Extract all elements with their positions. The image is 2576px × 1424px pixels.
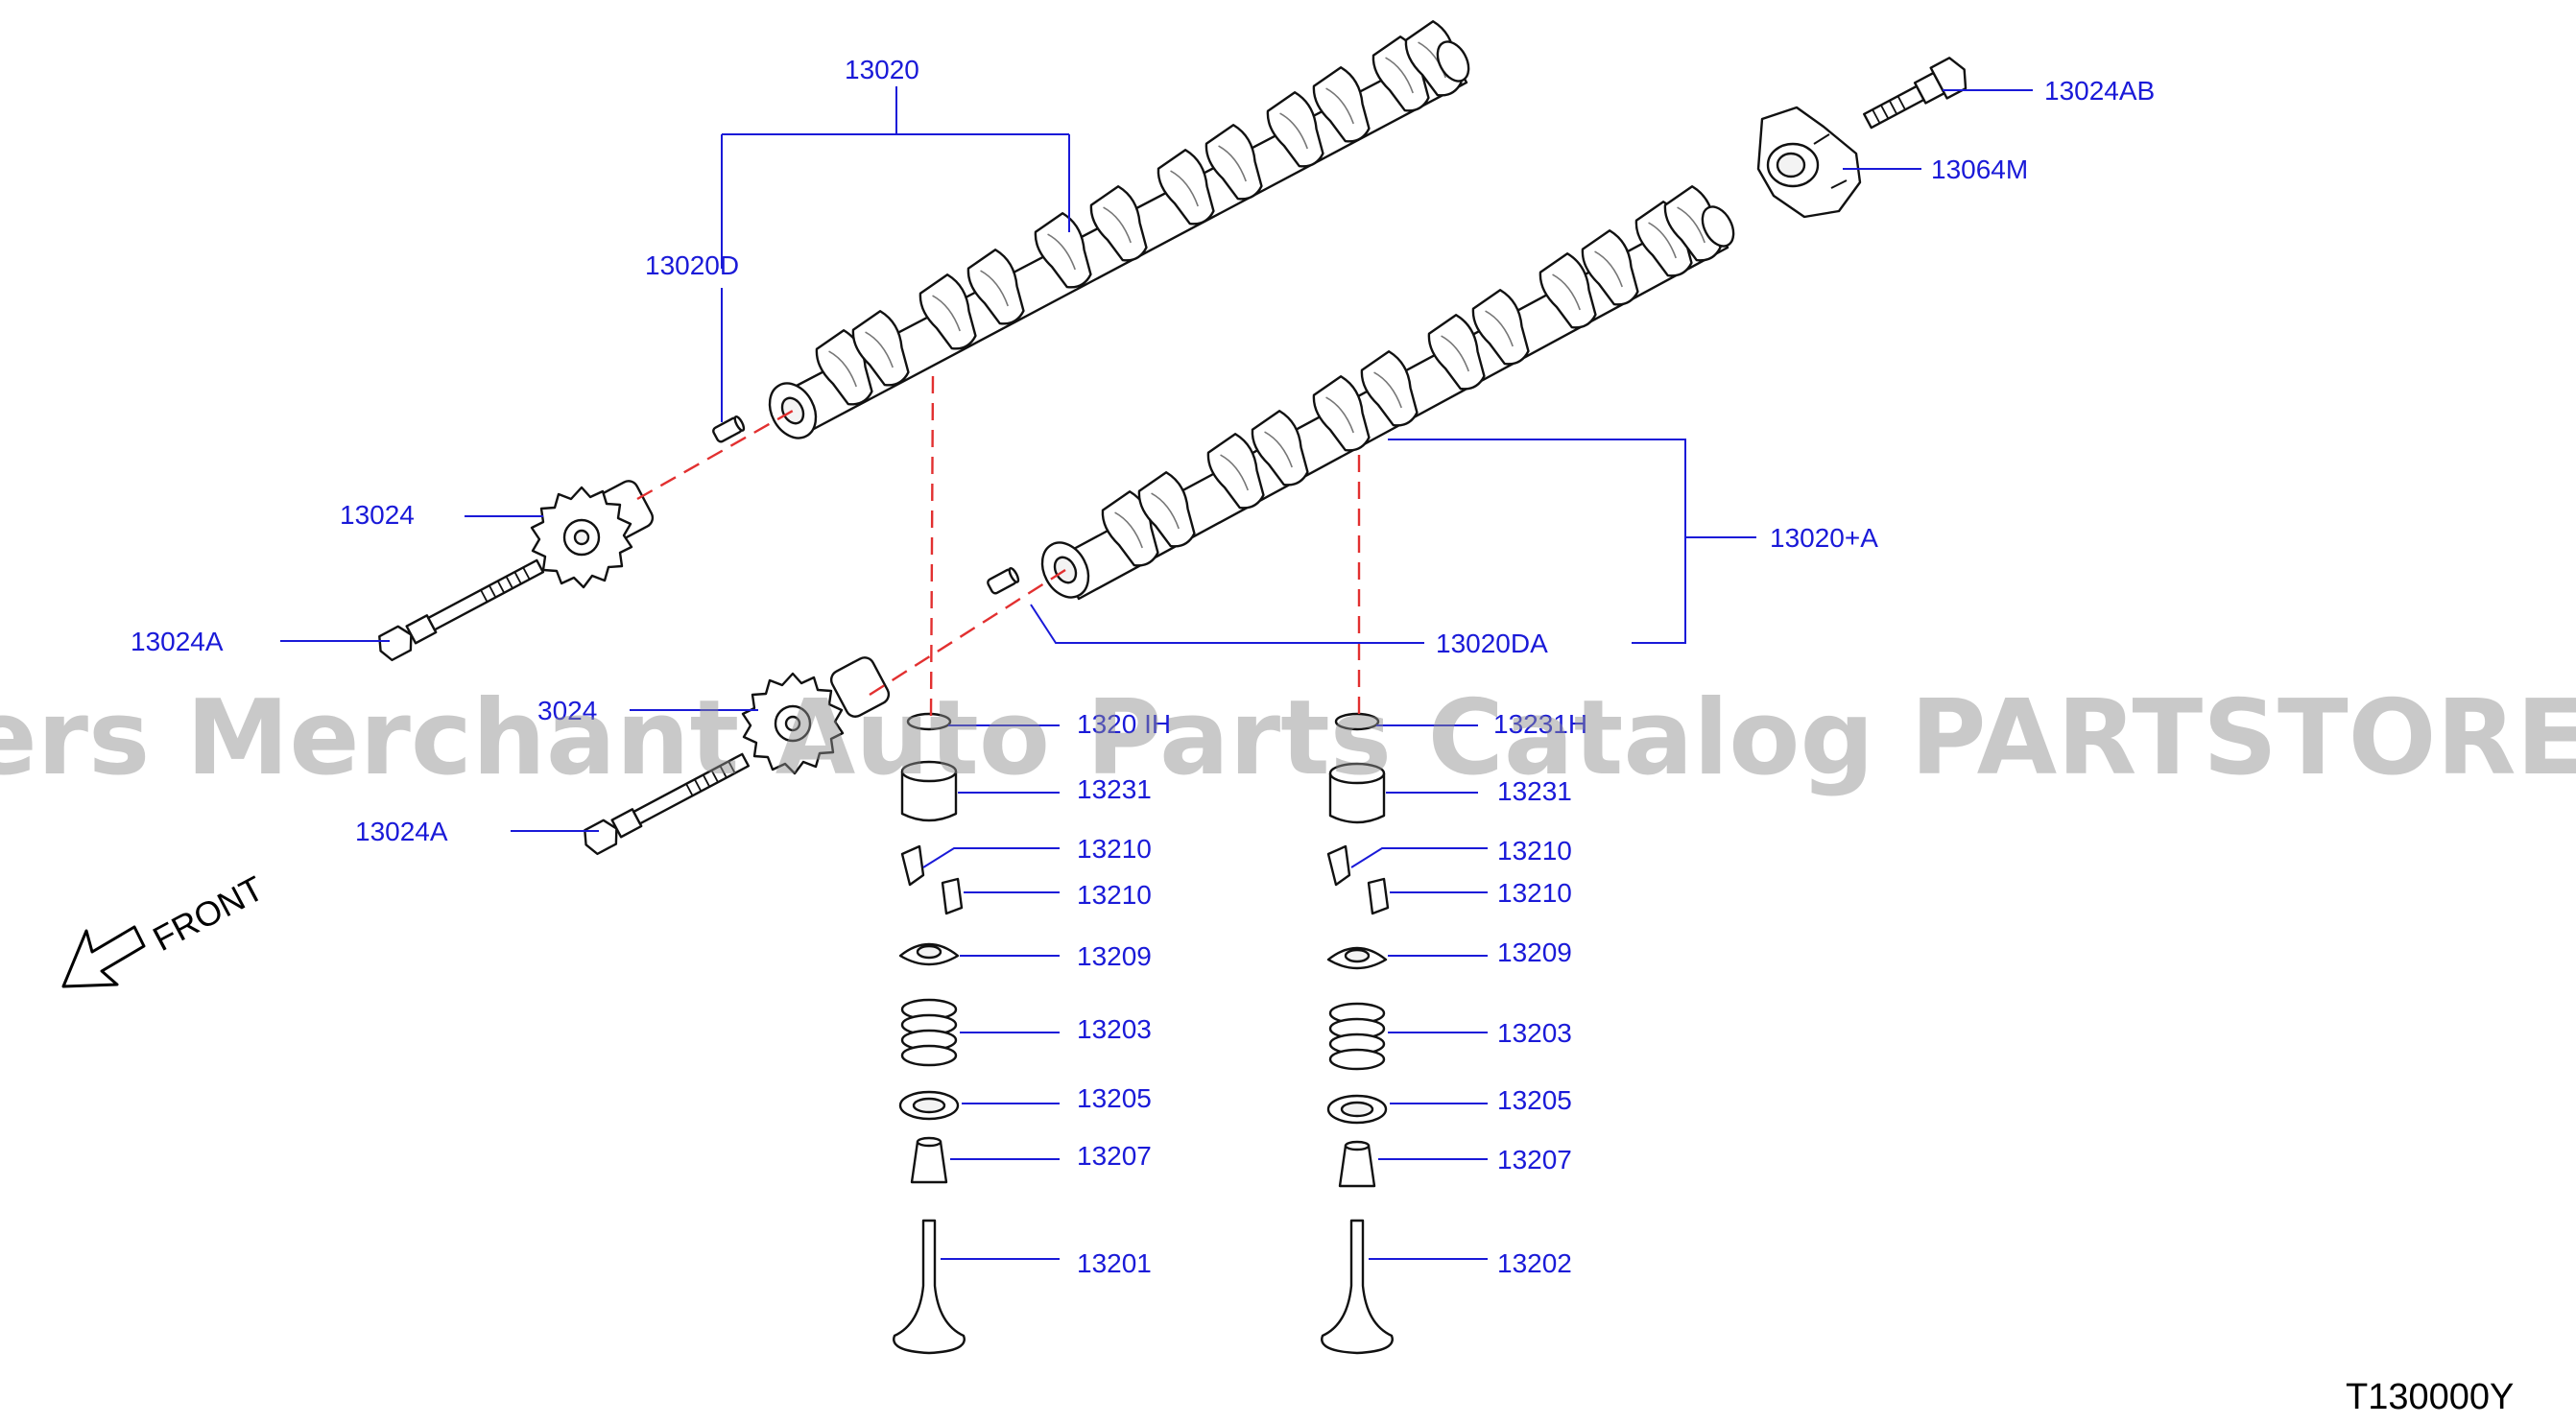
label-13231H-right: 13231H: [1493, 709, 1587, 739]
label-13209-right: 13209: [1497, 937, 1572, 967]
label-13205-left: 13205: [1077, 1083, 1152, 1113]
sprocket-13024-upper[interactable]: [530, 478, 656, 589]
label-13203-right: 13203: [1497, 1018, 1572, 1048]
label-13202: 13202: [1497, 1248, 1572, 1278]
label-13210b-right: 13210: [1497, 878, 1572, 908]
intake-camshaft[interactable]: [760, 16, 1474, 446]
watermark: Offers Merchant Auto Parts Catalog PARTS…: [0, 678, 2576, 798]
diagram-code: T130000Y: [2346, 1377, 2514, 1417]
shim-13231H-left[interactable]: [906, 712, 952, 731]
label-13231H-left: 1320 IH: [1077, 709, 1171, 739]
label-13201: 13201: [1077, 1248, 1152, 1278]
part-labels: 13020 13020D 13024 13024A 3024 13024A 13…: [131, 55, 2155, 1278]
spring-seat-13205-right[interactable]: [1326, 1094, 1388, 1125]
spring-retainer-13209-left[interactable]: [898, 942, 960, 966]
label-13207-left: 13207: [1077, 1141, 1152, 1171]
label-13207-right: 13207: [1497, 1145, 1572, 1175]
valve-lifter-13231-right[interactable]: [1328, 762, 1386, 824]
label-13024-lower: 3024: [537, 696, 597, 725]
intake-valve-13201[interactable]: [893, 1219, 966, 1355]
label-13210a-right: 13210: [1497, 836, 1572, 866]
dowel-pin-13020D[interactable]: [712, 415, 746, 443]
front-indicator: FRONT: [61, 868, 271, 988]
signal-plate-13064M[interactable]: [1756, 106, 1862, 219]
label-13024-upper: 13024: [340, 500, 415, 530]
shim-13231H-right[interactable]: [1334, 712, 1380, 731]
centerlines: [636, 375, 1361, 717]
label-13020DA: 13020DA: [1436, 629, 1548, 658]
label-13024A-lower: 13024A: [355, 817, 448, 846]
label-13024AB: 13024AB: [2044, 76, 2155, 106]
valve-collet-13210-left[interactable]: [900, 844, 964, 915]
label-13205-right: 13205: [1497, 1085, 1572, 1115]
valve-seal-13207-left[interactable]: [910, 1136, 948, 1184]
valve-seal-13207-right[interactable]: [1338, 1140, 1376, 1188]
label-13203-left: 13203: [1077, 1014, 1152, 1044]
label-13231-right: 13231: [1497, 776, 1572, 806]
leader-lines: [280, 86, 2033, 1260]
label-13020D: 13020D: [645, 250, 739, 280]
sprocket-13024-lower[interactable]: [741, 654, 892, 775]
bolt-13024AB[interactable]: [1860, 55, 1973, 136]
bolt-13024A-upper[interactable]: [374, 555, 546, 663]
spring-seat-13205-left[interactable]: [898, 1090, 960, 1121]
valve-spring-13203-left[interactable]: [900, 998, 958, 1067]
front-arrow-icon: [61, 925, 146, 988]
valve-collet-13210-right[interactable]: [1326, 844, 1390, 915]
label-13210a-left: 13210: [1077, 834, 1152, 864]
label-13210b-left: 13210: [1077, 880, 1152, 910]
bolt-13024A-lower[interactable]: [580, 748, 751, 857]
label-13020A: 13020+A: [1770, 523, 1878, 553]
label-13024A-upper: 13024A: [131, 627, 224, 656]
spring-retainer-13209-right[interactable]: [1326, 946, 1388, 970]
dowel-pin-13020DA[interactable]: [987, 567, 1020, 595]
valve-spring-13203-right[interactable]: [1328, 1002, 1386, 1071]
label-13064M: 13064M: [1931, 154, 2028, 184]
label-13231-left: 13231: [1077, 774, 1152, 804]
front-label: FRONT: [147, 868, 271, 959]
label-13209-left: 13209: [1077, 941, 1152, 971]
label-13020: 13020: [845, 55, 919, 84]
exhaust-valve-13202[interactable]: [1321, 1219, 1394, 1355]
valve-lifter-13231-left[interactable]: [900, 760, 958, 822]
